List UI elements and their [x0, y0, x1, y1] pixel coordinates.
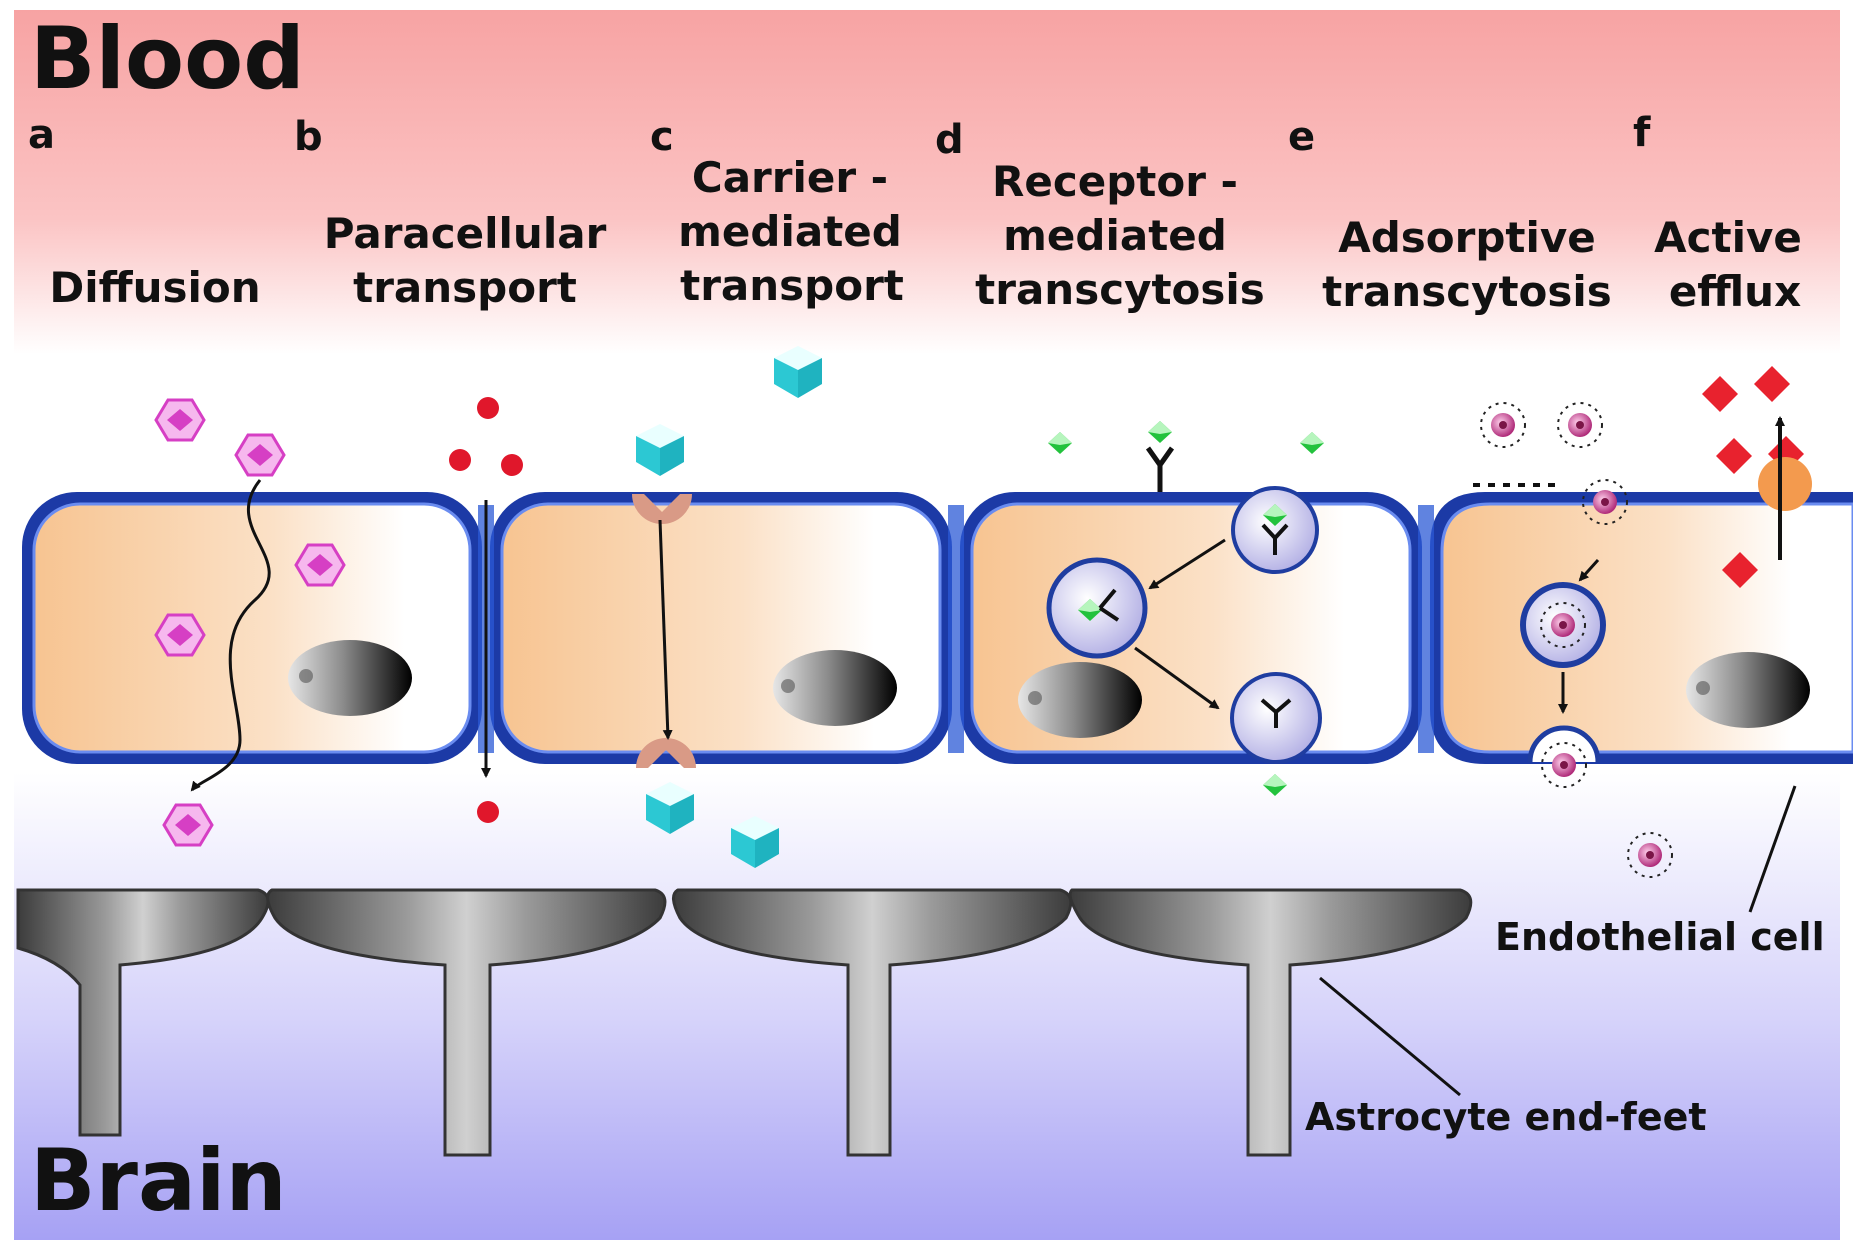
carrier-transport-arrow [658, 519, 673, 740]
nucleus-3 [1018, 662, 1142, 738]
paracellular-ions [449, 397, 523, 823]
endothelial-cell-1 [22, 492, 482, 764]
endothelial-cell-layer [22, 492, 1853, 764]
mechanism-d-heading-line2: mediated [1003, 211, 1227, 260]
mechanism-d-heading-line1: Receptor - [992, 157, 1238, 206]
mechanism-f-heading-line2: efflux [1669, 267, 1801, 316]
carrier-mediated-elements [632, 346, 822, 868]
mechanism-c-heading-line1: Carrier - [692, 153, 888, 202]
mechanism-f-heading-line1: Active [1654, 213, 1802, 262]
receptor-mediated-elements [1046, 421, 1324, 796]
mechanism-c-heading-line2: mediated [678, 207, 902, 256]
mechanism-a-letter: a [28, 112, 55, 158]
receptor-surface [1145, 446, 1175, 492]
mechanism-a-heading-line1: Diffusion [49, 263, 260, 312]
astrocyte-end-feet-label: Astrocyte end-feet [1305, 1095, 1707, 1139]
nucleus-1 [288, 640, 412, 716]
receptor-pit-top [1231, 486, 1319, 574]
mechanism-d-letter: d [935, 117, 964, 163]
tight-junction-3 [1418, 505, 1434, 753]
endothelial-leader-line [1748, 785, 1797, 913]
diffusion-path-arrow [190, 479, 271, 792]
mechanism-e-heading-line1: Adsorptive [1338, 213, 1596, 262]
diffusion-molecules [154, 398, 346, 847]
endothelial-cell-label: Endothelial cell [1495, 915, 1825, 959]
mechanism-e-letter: e [1288, 114, 1315, 160]
blood-title: Blood [30, 9, 305, 109]
mechanism-b-letter: b [294, 114, 323, 160]
endothelial-cell-3 [960, 492, 1422, 764]
astrocyte-leader-line [1319, 976, 1461, 1097]
mechanism-d-heading-line3: transcytosis [975, 265, 1265, 314]
endothelial-cell-2 [490, 492, 952, 764]
mechanism-b-heading-line2: transport [353, 263, 577, 312]
astrocyte-end-feet [16, 888, 1473, 1157]
efflux-pump [1758, 457, 1812, 511]
nucleus-2 [773, 650, 897, 726]
carrier-protein-bottom [636, 738, 696, 768]
mechanism-c-heading-line3: transport [680, 261, 904, 310]
carrier-protein-top [632, 494, 692, 524]
brain-title: Brain [30, 1131, 287, 1231]
mechanism-c-letter: c [650, 114, 674, 160]
mechanism-f-letter: f [1633, 110, 1651, 156]
mechanism-e-heading-line2: transcytosis [1322, 267, 1612, 316]
tight-junction-2 [948, 505, 964, 753]
active-efflux-elements [1702, 366, 1812, 588]
nucleus-4 [1686, 652, 1810, 728]
endothelial-cell-4 [1430, 492, 1853, 764]
adsorptive-elements [1473, 402, 1673, 878]
mechanism-b-heading-line1: Paracellular [324, 209, 607, 258]
